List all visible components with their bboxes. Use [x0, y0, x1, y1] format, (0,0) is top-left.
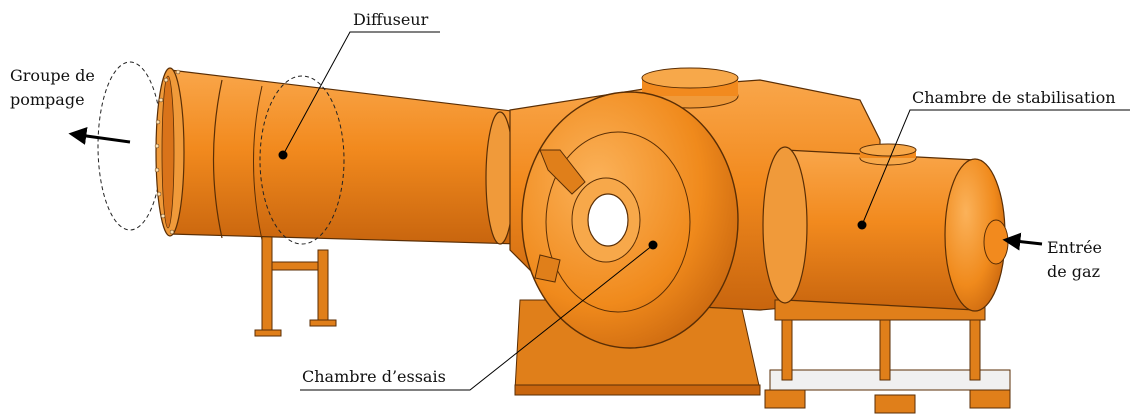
stabilization-support — [764, 249, 1011, 414]
stabilization-chamber — [762, 143, 1009, 312]
pump-outflow-arrow — [68, 127, 131, 145]
test-chamber — [521, 91, 739, 349]
flange-bolts — [154, 69, 181, 235]
gas-inlet-label-line1: Entrée — [1047, 238, 1102, 257]
leader-lines — [282, 31, 1130, 391]
pump-group-label-line2: pompage — [10, 90, 85, 109]
test-chamber-leader — [300, 244, 654, 391]
stabilization-chamber-label: Chambre de stabilisation — [912, 88, 1116, 107]
diffuser-section-outline — [259, 75, 345, 245]
stabilization-leader — [861, 109, 1130, 226]
pump-group-outline — [97, 61, 163, 231]
pump-group-label-line1: Groupe de — [10, 66, 95, 85]
gas-inlet-arrow — [1002, 232, 1043, 251]
diffuser-tube — [155, 67, 521, 245]
diffuser-support — [254, 227, 337, 337]
gas-inlet-label-line2: de gaz — [1047, 262, 1101, 281]
diffuser-label: Diffuseur — [353, 10, 429, 29]
test-chamber-label: Chambre d’essais — [302, 367, 446, 386]
diffuser-leader — [282, 31, 440, 156]
